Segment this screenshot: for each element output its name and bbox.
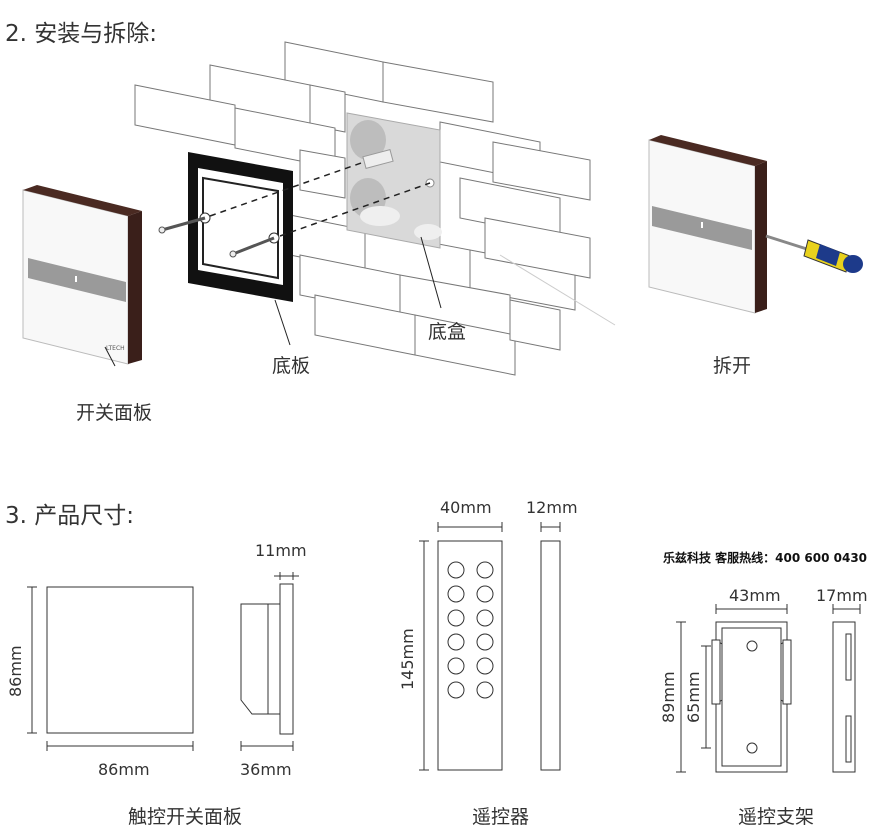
- caption-remote: 遥控器: [472, 806, 530, 828]
- dim-remote-thickness: 12mm: [526, 498, 578, 517]
- label-back-box: 底盒: [428, 321, 467, 343]
- dim-panel-thickness: 11mm: [255, 541, 307, 560]
- caption-touch-panel: 触控开关面板: [128, 806, 243, 828]
- screwdriver-icon: [765, 234, 863, 273]
- label-switch-panel: 开关面板: [76, 402, 153, 424]
- label-remove: 拆开: [713, 355, 752, 377]
- dim-panel-height: 86mm: [6, 645, 25, 697]
- bracket-front-view: [711, 621, 792, 773]
- panel-front-view: [46, 586, 194, 734]
- plate-leader-line: [274, 299, 291, 346]
- brick-wall: [134, 41, 591, 376]
- panel-side-view: [240, 583, 294, 735]
- service-hotline: 乐兹科技 客服热线：400 600 0430: [663, 551, 868, 565]
- dim-remote-height: 145mm: [398, 628, 417, 690]
- section-title-install: 2. 安装与拆除:: [5, 21, 158, 47]
- remote-buttons: [447, 561, 494, 699]
- box-leader-line: [420, 236, 442, 309]
- base-plate: [188, 152, 293, 302]
- switch-panel-removal: [648, 135, 767, 314]
- caption-bracket: 遥控支架: [738, 806, 815, 828]
- section-title-size: 3. 产品尺寸:: [5, 503, 135, 529]
- switch-panel-exploded: [22, 185, 142, 367]
- dim-bracket-thickness: 17mm: [816, 586, 868, 605]
- remote-side-view: [540, 540, 561, 771]
- dim-bracket-height: 89mm: [659, 671, 678, 723]
- dim-bracket-hole-spacing: 65mm: [684, 671, 703, 723]
- dim-panel-depth: 36mm: [240, 760, 292, 779]
- dim-remote-width: 40mm: [440, 498, 492, 517]
- label-base-plate: 底板: [272, 355, 311, 377]
- brand-mark: LTECH: [106, 345, 125, 352]
- back-box: [346, 112, 442, 249]
- bracket-side-view: [832, 621, 856, 773]
- remote-front-view: [437, 540, 503, 771]
- dim-bracket-width: 43mm: [729, 586, 781, 605]
- dim-panel-width: 86mm: [98, 760, 150, 779]
- screws: [158, 161, 431, 258]
